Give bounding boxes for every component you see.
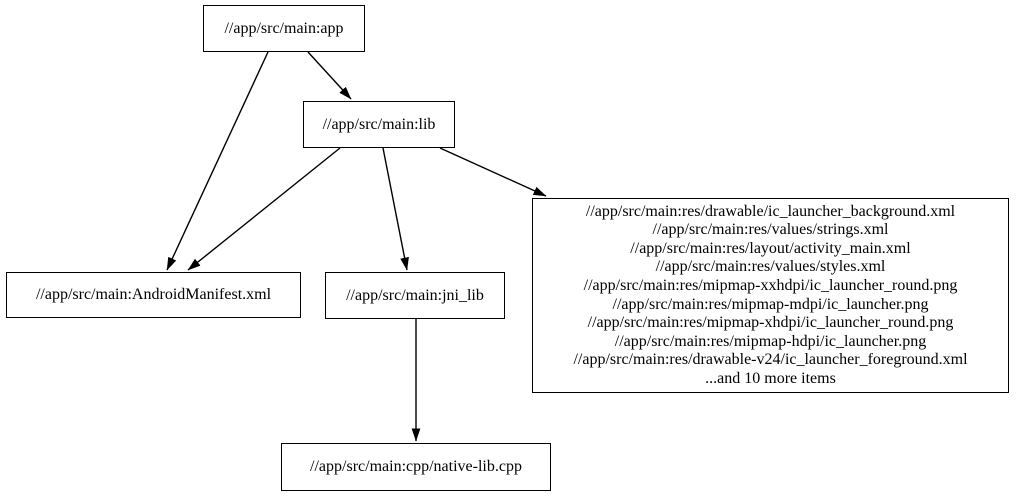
res-file-line: //app/src/main:res/layout/activity_main.… bbox=[630, 239, 911, 257]
res-file-line: //app/src/main:res/mipmap-xxhdpi/ic_laun… bbox=[583, 276, 958, 294]
node-lib-label: //app/src/main:lib bbox=[322, 115, 436, 133]
node-android-manifest: //app/src/main:AndroidManifest.xml bbox=[6, 272, 301, 318]
node-lib: //app/src/main:lib bbox=[303, 101, 455, 148]
node-jni-lib: //app/src/main:jni_lib bbox=[325, 272, 505, 319]
edge-lib-to-jni-lib bbox=[382, 147, 409, 271]
res-file-line: //app/src/main:res/values/styles.xml bbox=[655, 258, 886, 276]
res-file-line: //app/src/main:res/drawable-v24/ic_launc… bbox=[573, 351, 968, 369]
node-android-manifest-label: //app/src/main:AndroidManifest.xml bbox=[35, 286, 272, 303]
node-app: //app/src/main:app bbox=[203, 5, 365, 52]
res-file-line: //app/src/main:res/mipmap-hdpi/ic_launch… bbox=[614, 332, 927, 350]
node-native-lib-cpp-label: //app/src/main:cpp/native-lib.cpp bbox=[310, 458, 522, 475]
node-app-label: //app/src/main:app bbox=[224, 19, 344, 37]
node-jni-lib-label: //app/src/main:jni_lib bbox=[346, 286, 484, 304]
res-more-items-line: ...and 10 more items bbox=[705, 369, 836, 387]
node-res-files: //app/src/main:res/drawable/ic_launcher_… bbox=[532, 198, 1009, 393]
edge-app-to-lib bbox=[307, 51, 352, 100]
edge-lib-to-res bbox=[439, 147, 547, 197]
res-file-line: //app/src/main:res/mipmap-xhdpi/ic_launc… bbox=[587, 314, 954, 332]
res-file-line: //app/src/main:res/values/strings.xml bbox=[652, 221, 889, 239]
res-file-line: //app/src/main:res/drawable/ic_launcher_… bbox=[585, 202, 956, 220]
res-file-line: //app/src/main:res/mipmap-mdpi/ic_launch… bbox=[612, 295, 929, 313]
node-native-lib-cpp: //app/src/main:cpp/native-lib.cpp bbox=[281, 443, 551, 491]
edge-app-to-manifest bbox=[166, 51, 269, 271]
edge-lib-to-manifest bbox=[187, 147, 341, 271]
